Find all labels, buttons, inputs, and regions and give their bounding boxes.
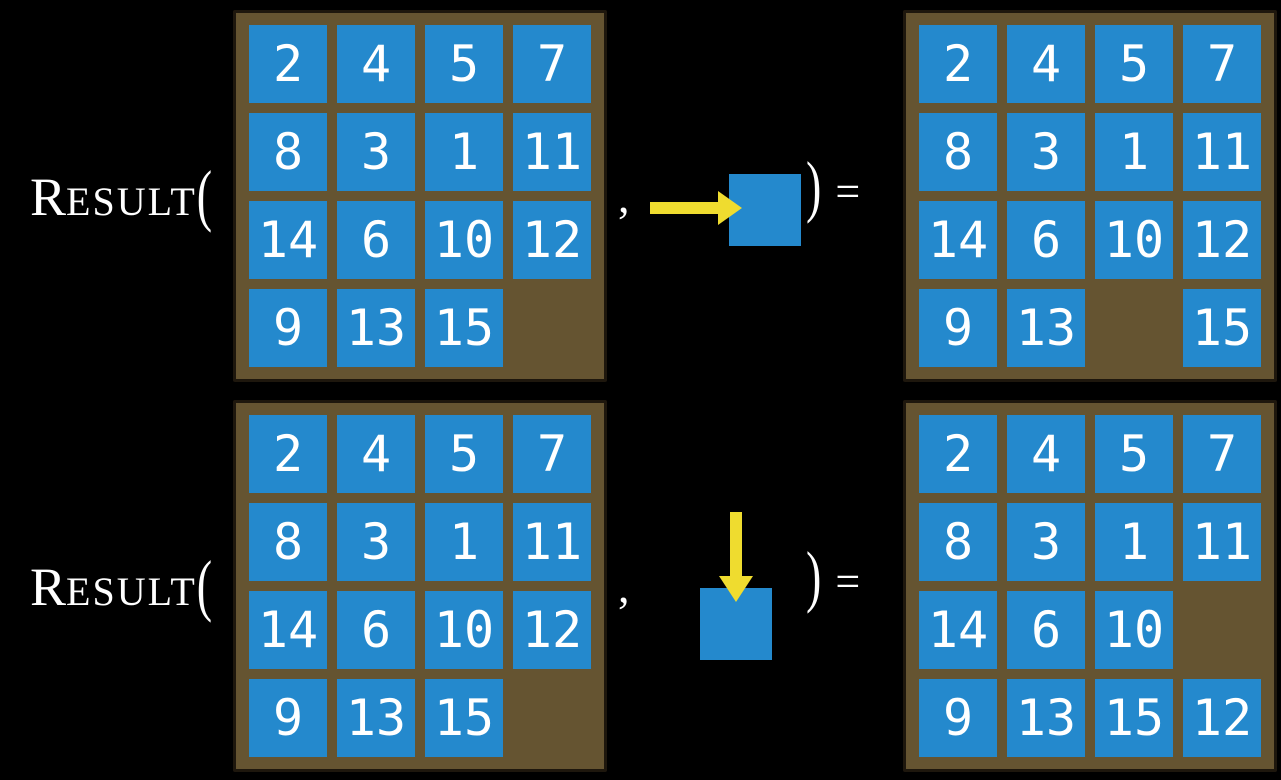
- open-paren: (: [196, 156, 213, 233]
- tile-14: 14: [919, 201, 997, 279]
- tile-9: 9: [249, 679, 327, 757]
- tile-10: 10: [425, 201, 503, 279]
- tile-15: 15: [425, 679, 503, 757]
- tile-13: 13: [337, 679, 415, 757]
- empty-cell: [1183, 591, 1261, 669]
- tile-2: 2: [249, 25, 327, 103]
- tile-5: 5: [1095, 415, 1173, 493]
- function-name-capital: R: [30, 557, 67, 617]
- down-arrow-icon: [719, 512, 753, 602]
- tile-6: 6: [1007, 591, 1085, 669]
- tile-8: 8: [249, 503, 327, 581]
- tile-7: 7: [1183, 415, 1261, 493]
- tile-12: 12: [513, 201, 591, 279]
- tile-4: 4: [1007, 25, 1085, 103]
- comma-separator: ,: [618, 561, 630, 612]
- tile-12: 12: [513, 591, 591, 669]
- tile-3: 3: [1007, 113, 1085, 191]
- tile-4: 4: [1007, 415, 1085, 493]
- tile-13: 13: [337, 289, 415, 367]
- tile-11: 11: [1183, 113, 1261, 191]
- tile-4: 4: [337, 25, 415, 103]
- close-paren-equals: )=: [806, 147, 861, 224]
- tile-2: 2: [249, 415, 327, 493]
- open-paren: (: [196, 546, 213, 623]
- close-paren: ): [806, 537, 822, 614]
- tile-11: 11: [513, 113, 591, 191]
- tile-8: 8: [919, 503, 997, 581]
- tile-14: 14: [249, 591, 327, 669]
- function-name-smallcaps: ESULT: [66, 569, 197, 614]
- tile-15: 15: [1095, 679, 1173, 757]
- tile-9: 9: [919, 679, 997, 757]
- tile-14: 14: [919, 591, 997, 669]
- empty-cell: [1095, 289, 1173, 367]
- tile-2: 2: [919, 25, 997, 103]
- tile-8: 8: [919, 113, 997, 191]
- tile-5: 5: [1095, 25, 1173, 103]
- tile-9: 9: [919, 289, 997, 367]
- function-name-capital: R: [30, 167, 67, 227]
- tile-10: 10: [425, 591, 503, 669]
- tile-1: 1: [1095, 503, 1173, 581]
- tile-15: 15: [1183, 289, 1261, 367]
- tile-3: 3: [337, 113, 415, 191]
- close-paren-equals: )=: [806, 537, 861, 614]
- tile-10: 10: [1095, 201, 1173, 279]
- tile-3: 3: [337, 503, 415, 581]
- function-name-smallcaps: ESULT: [66, 179, 197, 224]
- tile-6: 6: [337, 201, 415, 279]
- tile-7: 7: [513, 25, 591, 103]
- comma-separator: ,: [618, 171, 630, 222]
- tile-13: 13: [1007, 679, 1085, 757]
- tile-1: 1: [425, 503, 503, 581]
- right-arrow-icon: [650, 191, 742, 225]
- close-paren: ): [806, 147, 822, 224]
- equals-sign: =: [835, 557, 861, 606]
- tile-2: 2: [919, 415, 997, 493]
- function-label: RESULT(: [30, 546, 212, 623]
- tile-7: 7: [1183, 25, 1261, 103]
- tile-1: 1: [1095, 113, 1173, 191]
- action-tile: [729, 174, 801, 246]
- tile-8: 8: [249, 113, 327, 191]
- tile-13: 13: [1007, 289, 1085, 367]
- tile-5: 5: [425, 25, 503, 103]
- tile-10: 10: [1095, 591, 1173, 669]
- empty-cell: [513, 289, 591, 367]
- tile-15: 15: [425, 289, 503, 367]
- empty-cell: [513, 679, 591, 757]
- equals-sign: =: [835, 167, 861, 216]
- tile-11: 11: [513, 503, 591, 581]
- tile-11: 11: [1183, 503, 1261, 581]
- tile-12: 12: [1183, 201, 1261, 279]
- tile-14: 14: [249, 201, 327, 279]
- tile-6: 6: [1007, 201, 1085, 279]
- tile-3: 3: [1007, 503, 1085, 581]
- tile-6: 6: [337, 591, 415, 669]
- tile-12: 12: [1183, 679, 1261, 757]
- tile-7: 7: [513, 415, 591, 493]
- tile-1: 1: [425, 113, 503, 191]
- tile-9: 9: [249, 289, 327, 367]
- tile-4: 4: [337, 415, 415, 493]
- function-label: RESULT(: [30, 156, 212, 233]
- tile-5: 5: [425, 415, 503, 493]
